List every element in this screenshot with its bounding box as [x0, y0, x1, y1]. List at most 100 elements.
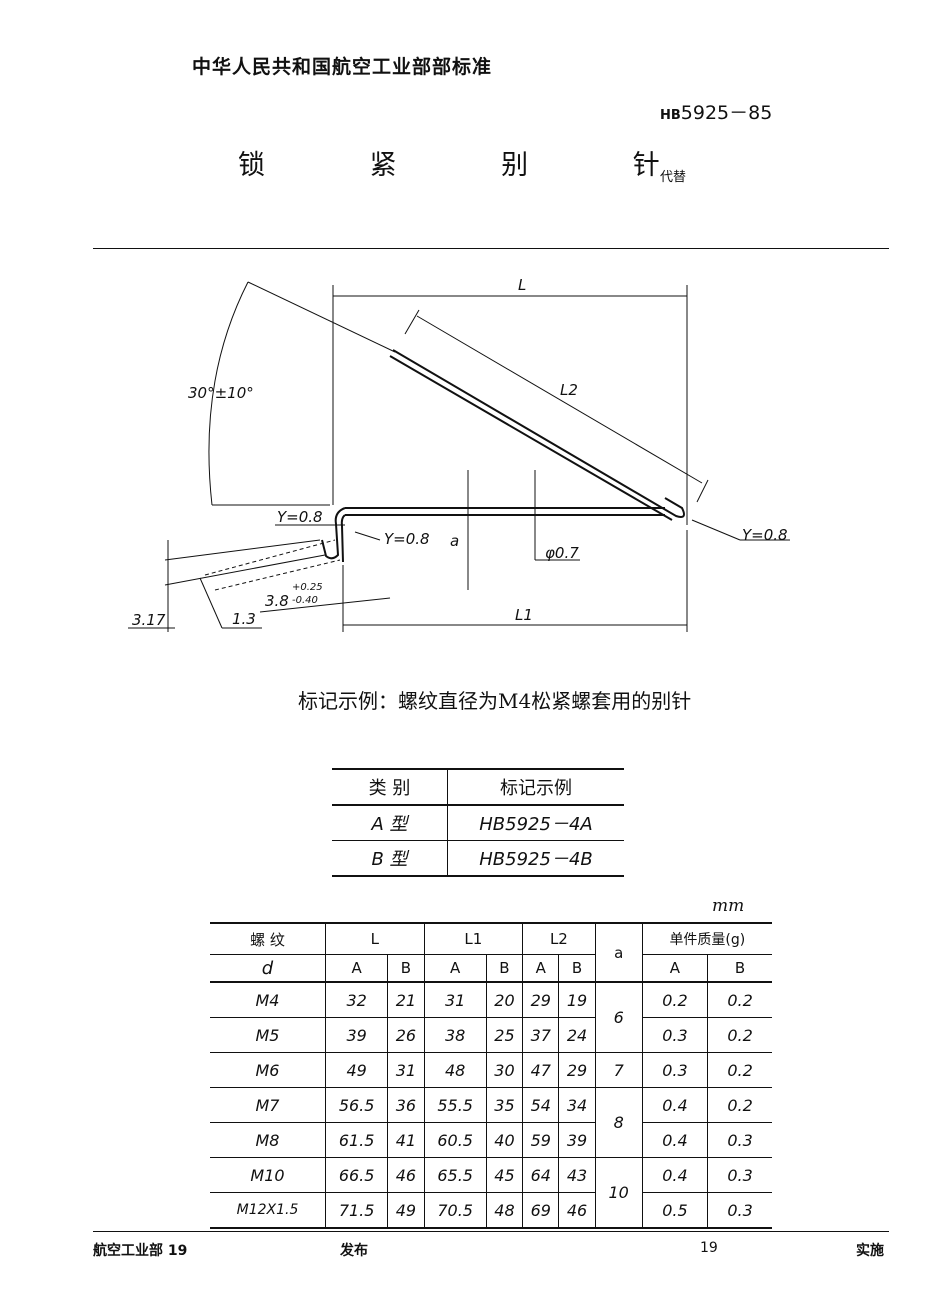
label-L: L [518, 276, 526, 294]
a-header: a [594, 922, 643, 983]
type-cell: A 型 [332, 805, 448, 841]
label-radius-left: Y=0.8 [277, 508, 323, 526]
thread-cell: M12X1.5 [210, 1192, 326, 1229]
value-cell: 31 [423, 981, 487, 1018]
value-cell: 38 [423, 1017, 487, 1053]
label-a: a [450, 532, 459, 550]
value-cell: 56.5 [324, 1087, 389, 1123]
L-header: L [325, 922, 425, 955]
sub-A: A [641, 954, 709, 983]
standard-number-value: 5925－85 [680, 102, 773, 124]
sub-A: A [423, 954, 487, 983]
a-cell: 10 [594, 1157, 643, 1229]
table-row: M12X1.5 71.5 49 70.5 48 69 46 0.5 0.3 [210, 1192, 772, 1229]
type-cell: B 型 [332, 840, 448, 877]
type-table-header: 类 别 标记示例 [332, 768, 624, 806]
thread-cell: M5 [210, 1017, 326, 1053]
value-cell: 25 [485, 1017, 524, 1053]
value-cell: 0.3 [707, 1122, 772, 1158]
value-cell: 35 [485, 1087, 524, 1123]
table-row: B 型 HB5925－4B [332, 840, 624, 877]
header-divider [93, 248, 889, 249]
pin-outline [321, 349, 685, 563]
table-row: M4 32 21 31 20 29 19 6 0.2 0.2 [210, 981, 772, 1053]
d-header: d [210, 954, 326, 983]
footer-divider [93, 1231, 889, 1232]
a-cell: 8 [594, 1087, 643, 1158]
value-cell: 0.4 [641, 1157, 709, 1193]
value-cell: 48 [485, 1192, 524, 1229]
value-cell: 61.5 [324, 1122, 389, 1158]
value-cell: 29 [558, 1052, 596, 1088]
value-cell: 37 [522, 1017, 560, 1053]
value-cell: 26 [387, 1017, 425, 1053]
replaces-label: 代替 [660, 170, 687, 185]
value-cell: 55.5 [423, 1087, 487, 1123]
value-cell: 46 [387, 1157, 425, 1193]
value-cell: 47 [522, 1052, 560, 1088]
sub-B: B [707, 954, 772, 983]
spec-header-row: 螺 纹 L L1 L2 a 单件质量(g) [210, 922, 772, 983]
value-cell: 66.5 [324, 1157, 389, 1193]
thread-cell: M4 [210, 981, 326, 1018]
sub-A: A [522, 954, 560, 983]
page-number: 19 [700, 1240, 718, 1256]
marking-example: 标记示例：螺纹直径为M4松紧螺套用的别针 [298, 689, 692, 713]
value-cell: 31 [387, 1052, 425, 1088]
standard-prefix: HB [660, 108, 681, 123]
value-cell: 71.5 [324, 1192, 389, 1229]
table-row: M10 66.5 46 65.5 45 64 43 10 0.4 0.3 [210, 1157, 772, 1229]
thread-cell: M8 [210, 1122, 326, 1158]
value-cell: 60.5 [423, 1122, 487, 1158]
value-cell: 0.4 [641, 1087, 709, 1123]
value-cell: 64 [522, 1157, 560, 1193]
value-cell: 43 [558, 1157, 596, 1193]
thread-header: 螺 纹 [210, 922, 326, 955]
value-cell: 34 [558, 1087, 596, 1123]
label-radius-mid: Y=0.8 [384, 530, 430, 548]
value-cell: 0.2 [641, 981, 709, 1018]
value-cell: 59 [522, 1122, 560, 1158]
marking-cell: HB5925－4A [447, 805, 624, 841]
type-table: 类 别 标记示例 A 型 HB5925－4A B 型 HB5925－4B [332, 768, 624, 877]
L1-header: L1 [423, 922, 524, 955]
a-cell: 7 [594, 1052, 643, 1088]
value-cell: 0.3 [641, 1052, 709, 1088]
value-cell: 0.3 [641, 1017, 709, 1053]
value-cell: 40 [485, 1122, 524, 1158]
value-cell: 0.4 [641, 1122, 709, 1158]
value-cell: 21 [387, 981, 425, 1018]
marking-cell: HB5925－4B [447, 840, 624, 877]
thread-cell: M7 [210, 1087, 326, 1123]
footer-department: 航空工业部 19 [93, 1243, 188, 1259]
thread-cell: M10 [210, 1157, 326, 1193]
value-cell: 0.2 [707, 1017, 772, 1053]
table-row: M7 56.5 36 55.5 35 54 34 8 0.4 0.2 [210, 1087, 772, 1158]
a-cell: 6 [594, 981, 643, 1053]
value-cell: 29 [522, 981, 560, 1018]
table-row: M5 39 26 38 25 37 24 0.3 0.2 [210, 1017, 772, 1053]
label-L1: L1 [515, 606, 533, 624]
value-cell: 30 [485, 1052, 524, 1088]
value-cell: 49 [324, 1052, 389, 1088]
value-cell: 70.5 [423, 1192, 487, 1229]
value-cell: 0.3 [707, 1192, 772, 1229]
value-cell: 39 [324, 1017, 389, 1053]
label-dim-1-3: 1.3 [232, 610, 256, 628]
value-cell: 0.2 [707, 1052, 772, 1088]
table-row: M8 61.5 41 60.5 40 59 39 0.4 0.3 [210, 1122, 772, 1158]
label-tol-lower: -0.40 [292, 595, 318, 606]
value-cell: 0.2 [707, 981, 772, 1018]
value-cell: 45 [485, 1157, 524, 1193]
value-cell: 0.2 [707, 1087, 772, 1123]
value-cell: 19 [558, 981, 596, 1018]
L2-header: L2 [522, 922, 596, 955]
value-cell: 0.5 [641, 1192, 709, 1229]
value-cell: 54 [522, 1087, 560, 1123]
unit-label: mm [712, 896, 745, 916]
thread-cell: M6 [210, 1052, 326, 1088]
value-cell: 24 [558, 1017, 596, 1053]
label-L2: L2 [560, 381, 578, 399]
standard-number: HB5925－85 [660, 98, 772, 125]
sub-B: B [485, 954, 524, 983]
